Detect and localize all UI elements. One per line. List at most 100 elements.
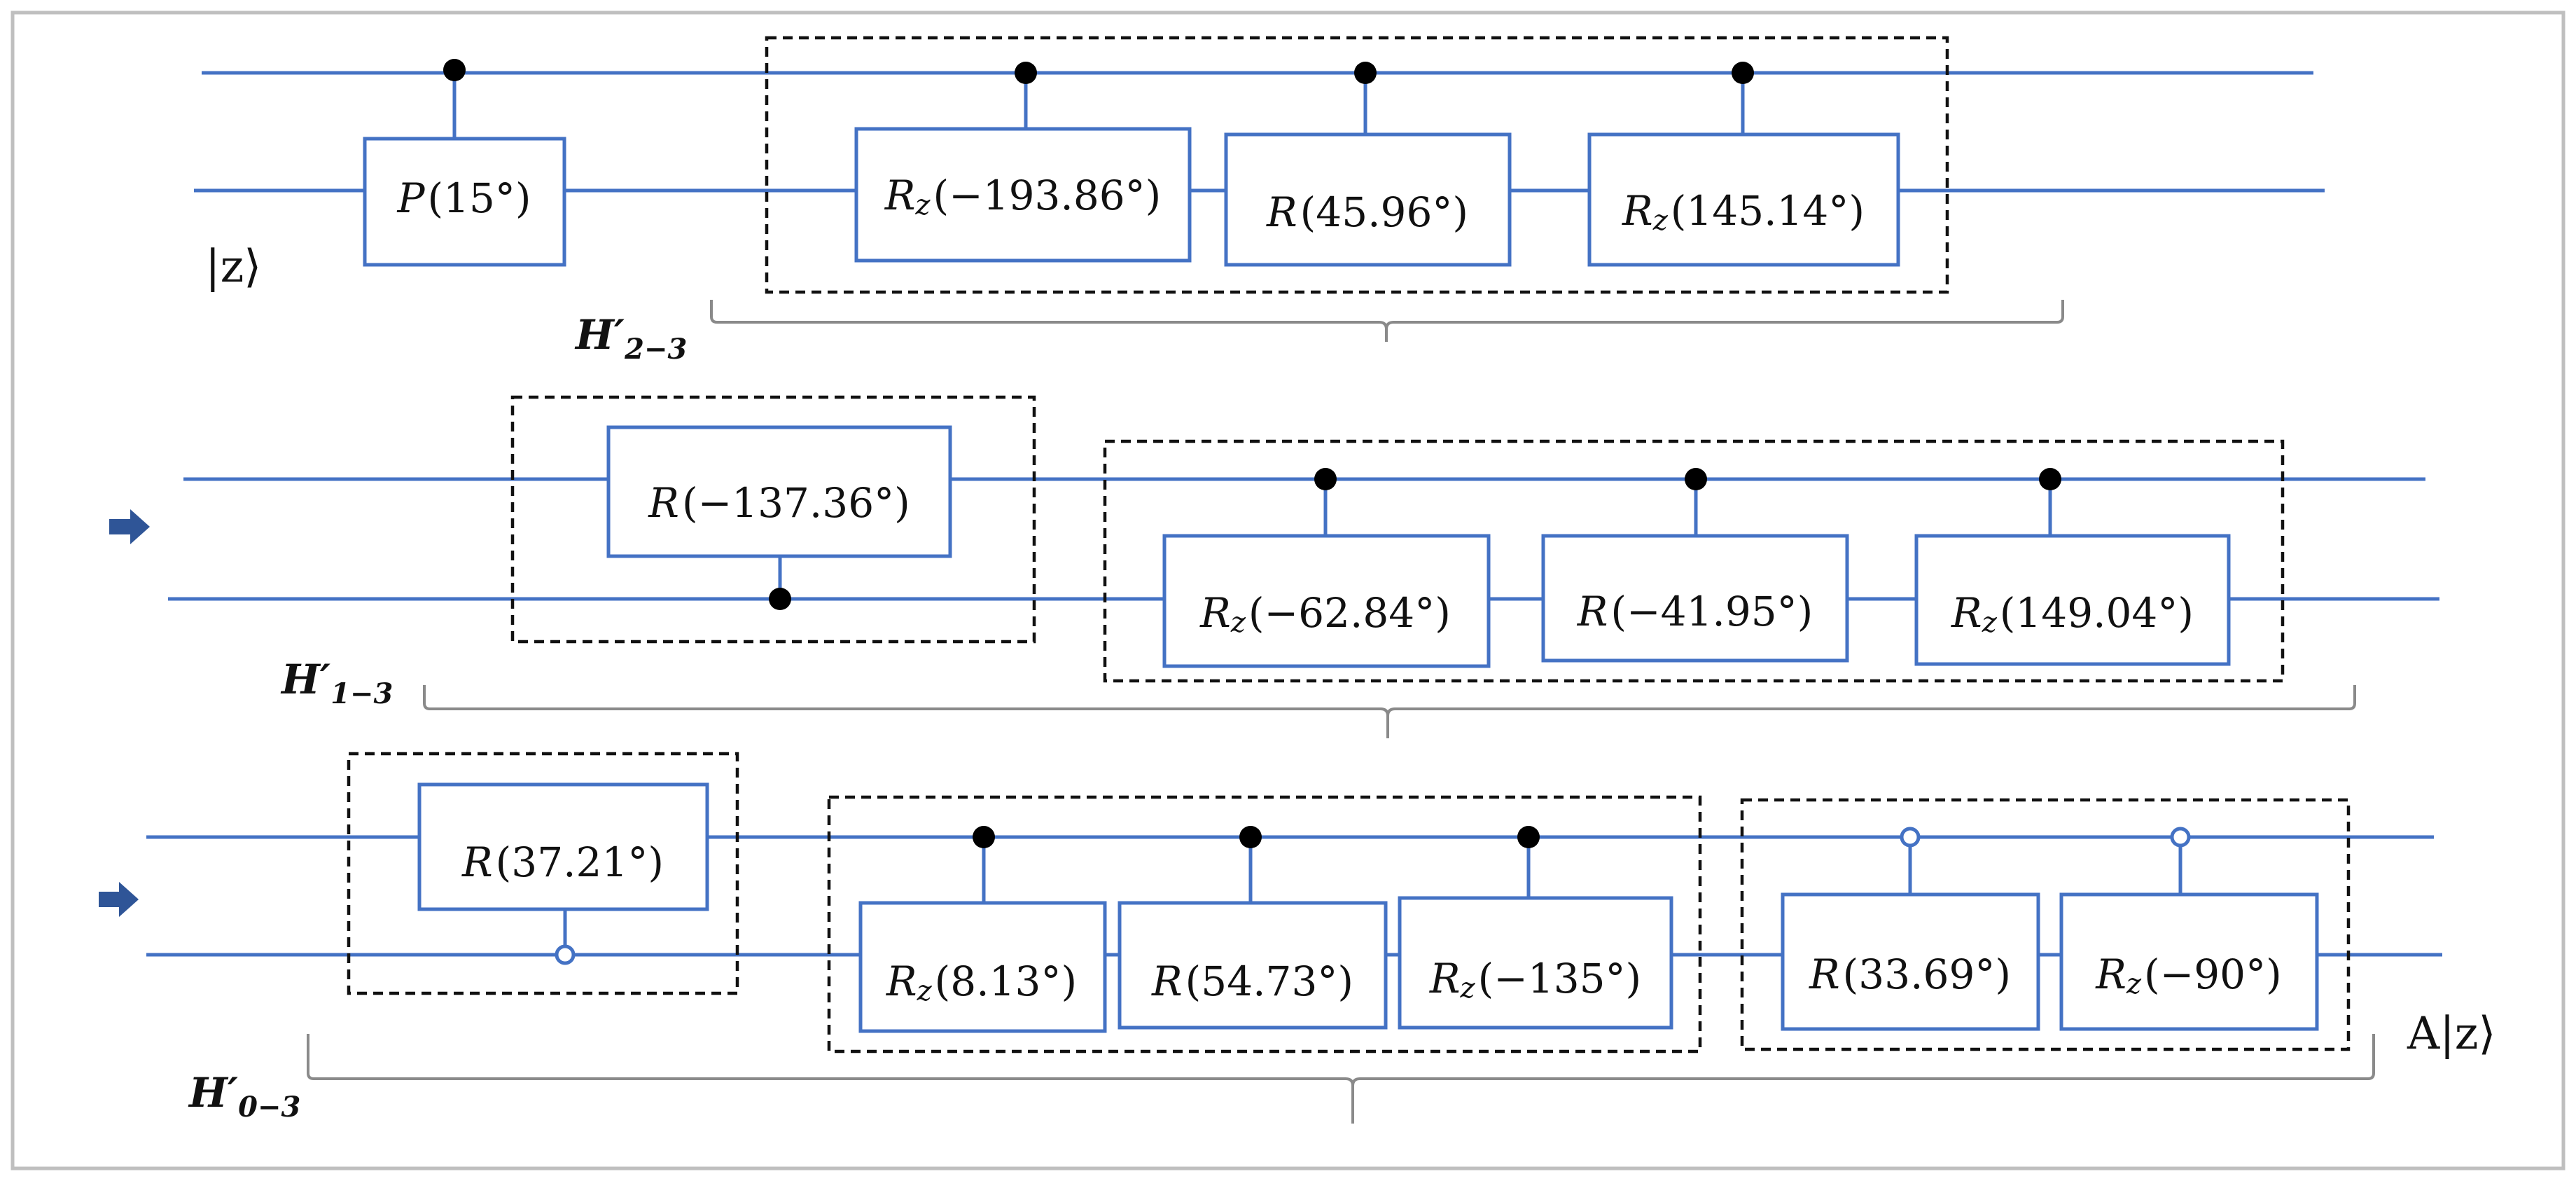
gate-row3-5: R(33.69°): [1781, 827, 2040, 1031]
gate-box: [1118, 901, 1388, 1030]
gate-box: [1587, 132, 1900, 267]
gate-prefix: R: [886, 958, 917, 1005]
control-dot-filled: [1732, 62, 1754, 84]
right-arrow-icon: [99, 882, 139, 917]
gate-row2-4: Rz(149.04°): [1914, 468, 2231, 666]
output-state-label: A|z⟩: [2407, 1008, 2495, 1060]
gate-box: [1162, 534, 1491, 668]
input-state-label: |z⟩: [205, 241, 261, 293]
figure-frame: [11, 11, 2565, 1170]
circuit-row-3: R(37.21°) Rz(8.13°) R(54.73°) Rz(−135°): [99, 752, 2495, 1124]
gate-prefix: R: [884, 172, 916, 219]
gate-row3-6: Rz(−90°): [2059, 827, 2319, 1031]
gate-row3-2: Rz(8.13°): [858, 826, 1107, 1033]
gate-box: [1398, 896, 1673, 1030]
gate-subscript: z: [914, 189, 931, 221]
gate-box: [1224, 132, 1512, 267]
gate-row1-1: P(15°): [363, 59, 566, 267]
control-dot-filled: [973, 826, 995, 848]
block-label-row-2: H′1−3: [280, 656, 393, 710]
gate-label: R(33.69°): [1809, 951, 2011, 998]
gate-label: R(−41.95°): [1577, 588, 1813, 635]
circuit-row-2: R(−137.36°) Rz(−62.84°) R(−41.95°) Rz(14…: [109, 395, 2439, 738]
gate-box: [1541, 534, 1849, 663]
dashed-group-row-3b: [827, 795, 1702, 1054]
gate-label: Rz(−90°): [2095, 951, 2281, 1000]
gate-angle: (−41.95°): [1610, 588, 1813, 635]
gate-box: [1914, 534, 2231, 666]
gate-angle: (54.73°): [1185, 958, 1353, 1005]
control-dot-filled: [1314, 468, 1337, 490]
gate-angle: (8.13°): [935, 958, 1077, 1005]
gate-prefix: R: [1809, 951, 1840, 998]
gate-subscript: z: [1230, 607, 1246, 639]
right-arrow-icon: [109, 509, 150, 544]
gate-prefix: R: [1199, 589, 1231, 637]
gate-angle: (45.96°): [1300, 188, 1468, 236]
control-dot-open: [555, 944, 576, 965]
control-dot-filled: [443, 59, 466, 81]
gate-row3-3: R(54.73°): [1118, 826, 1388, 1030]
gate-row2-1: R(−137.36°): [606, 425, 952, 610]
gate-label: Rz(−62.84°): [1199, 589, 1451, 639]
gate-label: P(15°): [396, 174, 531, 222]
gate-subscript: z: [2126, 968, 2142, 1000]
gate-label: Rz(−193.86°): [884, 172, 1162, 221]
gate-row1-3: R(45.96°): [1224, 62, 1512, 267]
brace-row-2: [423, 685, 2356, 738]
gate-box: [417, 782, 709, 911]
gate-subscript: z: [1460, 972, 1476, 1004]
dashed-group-row-2a: [510, 395, 1036, 644]
gate-row1-4: Rz(145.14°): [1587, 62, 1900, 267]
gate-prefix: R: [1429, 955, 1461, 1002]
gate-angle: (−62.84°): [1248, 589, 1451, 637]
gate-row3-4: Rz(−135°): [1398, 826, 1673, 1030]
gate-row2-2: Rz(−62.84°): [1162, 468, 1491, 668]
dashed-group-row-1: [765, 36, 1949, 294]
gate-prefix: P: [396, 174, 425, 222]
gate-row3-1: R(37.21°): [417, 782, 709, 965]
dashed-group-row-3c: [1740, 798, 2351, 1051]
dashed-group-row-3a: [347, 752, 739, 995]
gate-row1-2: Rz(−193.86°): [854, 62, 1192, 263]
gate-prefix: R: [1151, 958, 1183, 1005]
gate-label: Rz(145.14°): [1622, 187, 1865, 237]
circuit-row-1: P(15°) Rz(−193.86°) R(45.96°) Rz(145.14°…: [194, 36, 2325, 366]
gate-subscript: z: [917, 975, 933, 1007]
gate-angle: (−193.86°): [933, 172, 1161, 219]
gate-angle: (149.04°): [2000, 589, 2194, 637]
gate-angle: (15°): [427, 174, 531, 222]
gate-prefix: R: [1622, 187, 1653, 235]
gate-angle: (−137.36°): [682, 479, 910, 527]
gate-prefix: R: [648, 479, 679, 527]
gate-label: Rz(8.13°): [886, 958, 1077, 1007]
gate-prefix: R: [2095, 951, 2126, 998]
dashed-group-row-2b: [1103, 439, 2285, 683]
control-dot-filled: [1517, 826, 1540, 848]
gate-prefix: R: [1266, 188, 1297, 236]
control-dot-filled: [1239, 826, 1262, 848]
gate-box: [606, 425, 952, 558]
gate-angle: (33.69°): [1843, 951, 2011, 998]
gate-label: R(37.21°): [461, 838, 664, 886]
control-dot-filled: [1015, 62, 1037, 84]
gate-prefix: R: [1577, 588, 1608, 635]
control-dot-filled: [2039, 468, 2061, 490]
block-label-row-3: H′0−3: [188, 1069, 300, 1124]
brace-row-3: [307, 1034, 2375, 1124]
gate-prefix: R: [1951, 589, 1982, 637]
brace-row-1: [710, 300, 2064, 342]
gate-label: R(54.73°): [1151, 958, 1353, 1005]
gate-label: Rz(149.04°): [1951, 589, 2194, 639]
control-dot-filled: [1354, 62, 1377, 84]
block-label-row-1: H′2−3: [574, 311, 687, 366]
control-dot-filled: [1685, 468, 1707, 490]
gate-angle: (37.21°): [496, 838, 664, 886]
gate-subscript: z: [1982, 607, 1998, 639]
control-dot-open: [1900, 827, 1921, 848]
gate-label: R(−137.36°): [648, 479, 910, 527]
gate-box: [1781, 892, 2040, 1031]
gate-angle: (−135°): [1478, 955, 1642, 1002]
gate-row2-3: R(−41.95°): [1541, 468, 1849, 663]
